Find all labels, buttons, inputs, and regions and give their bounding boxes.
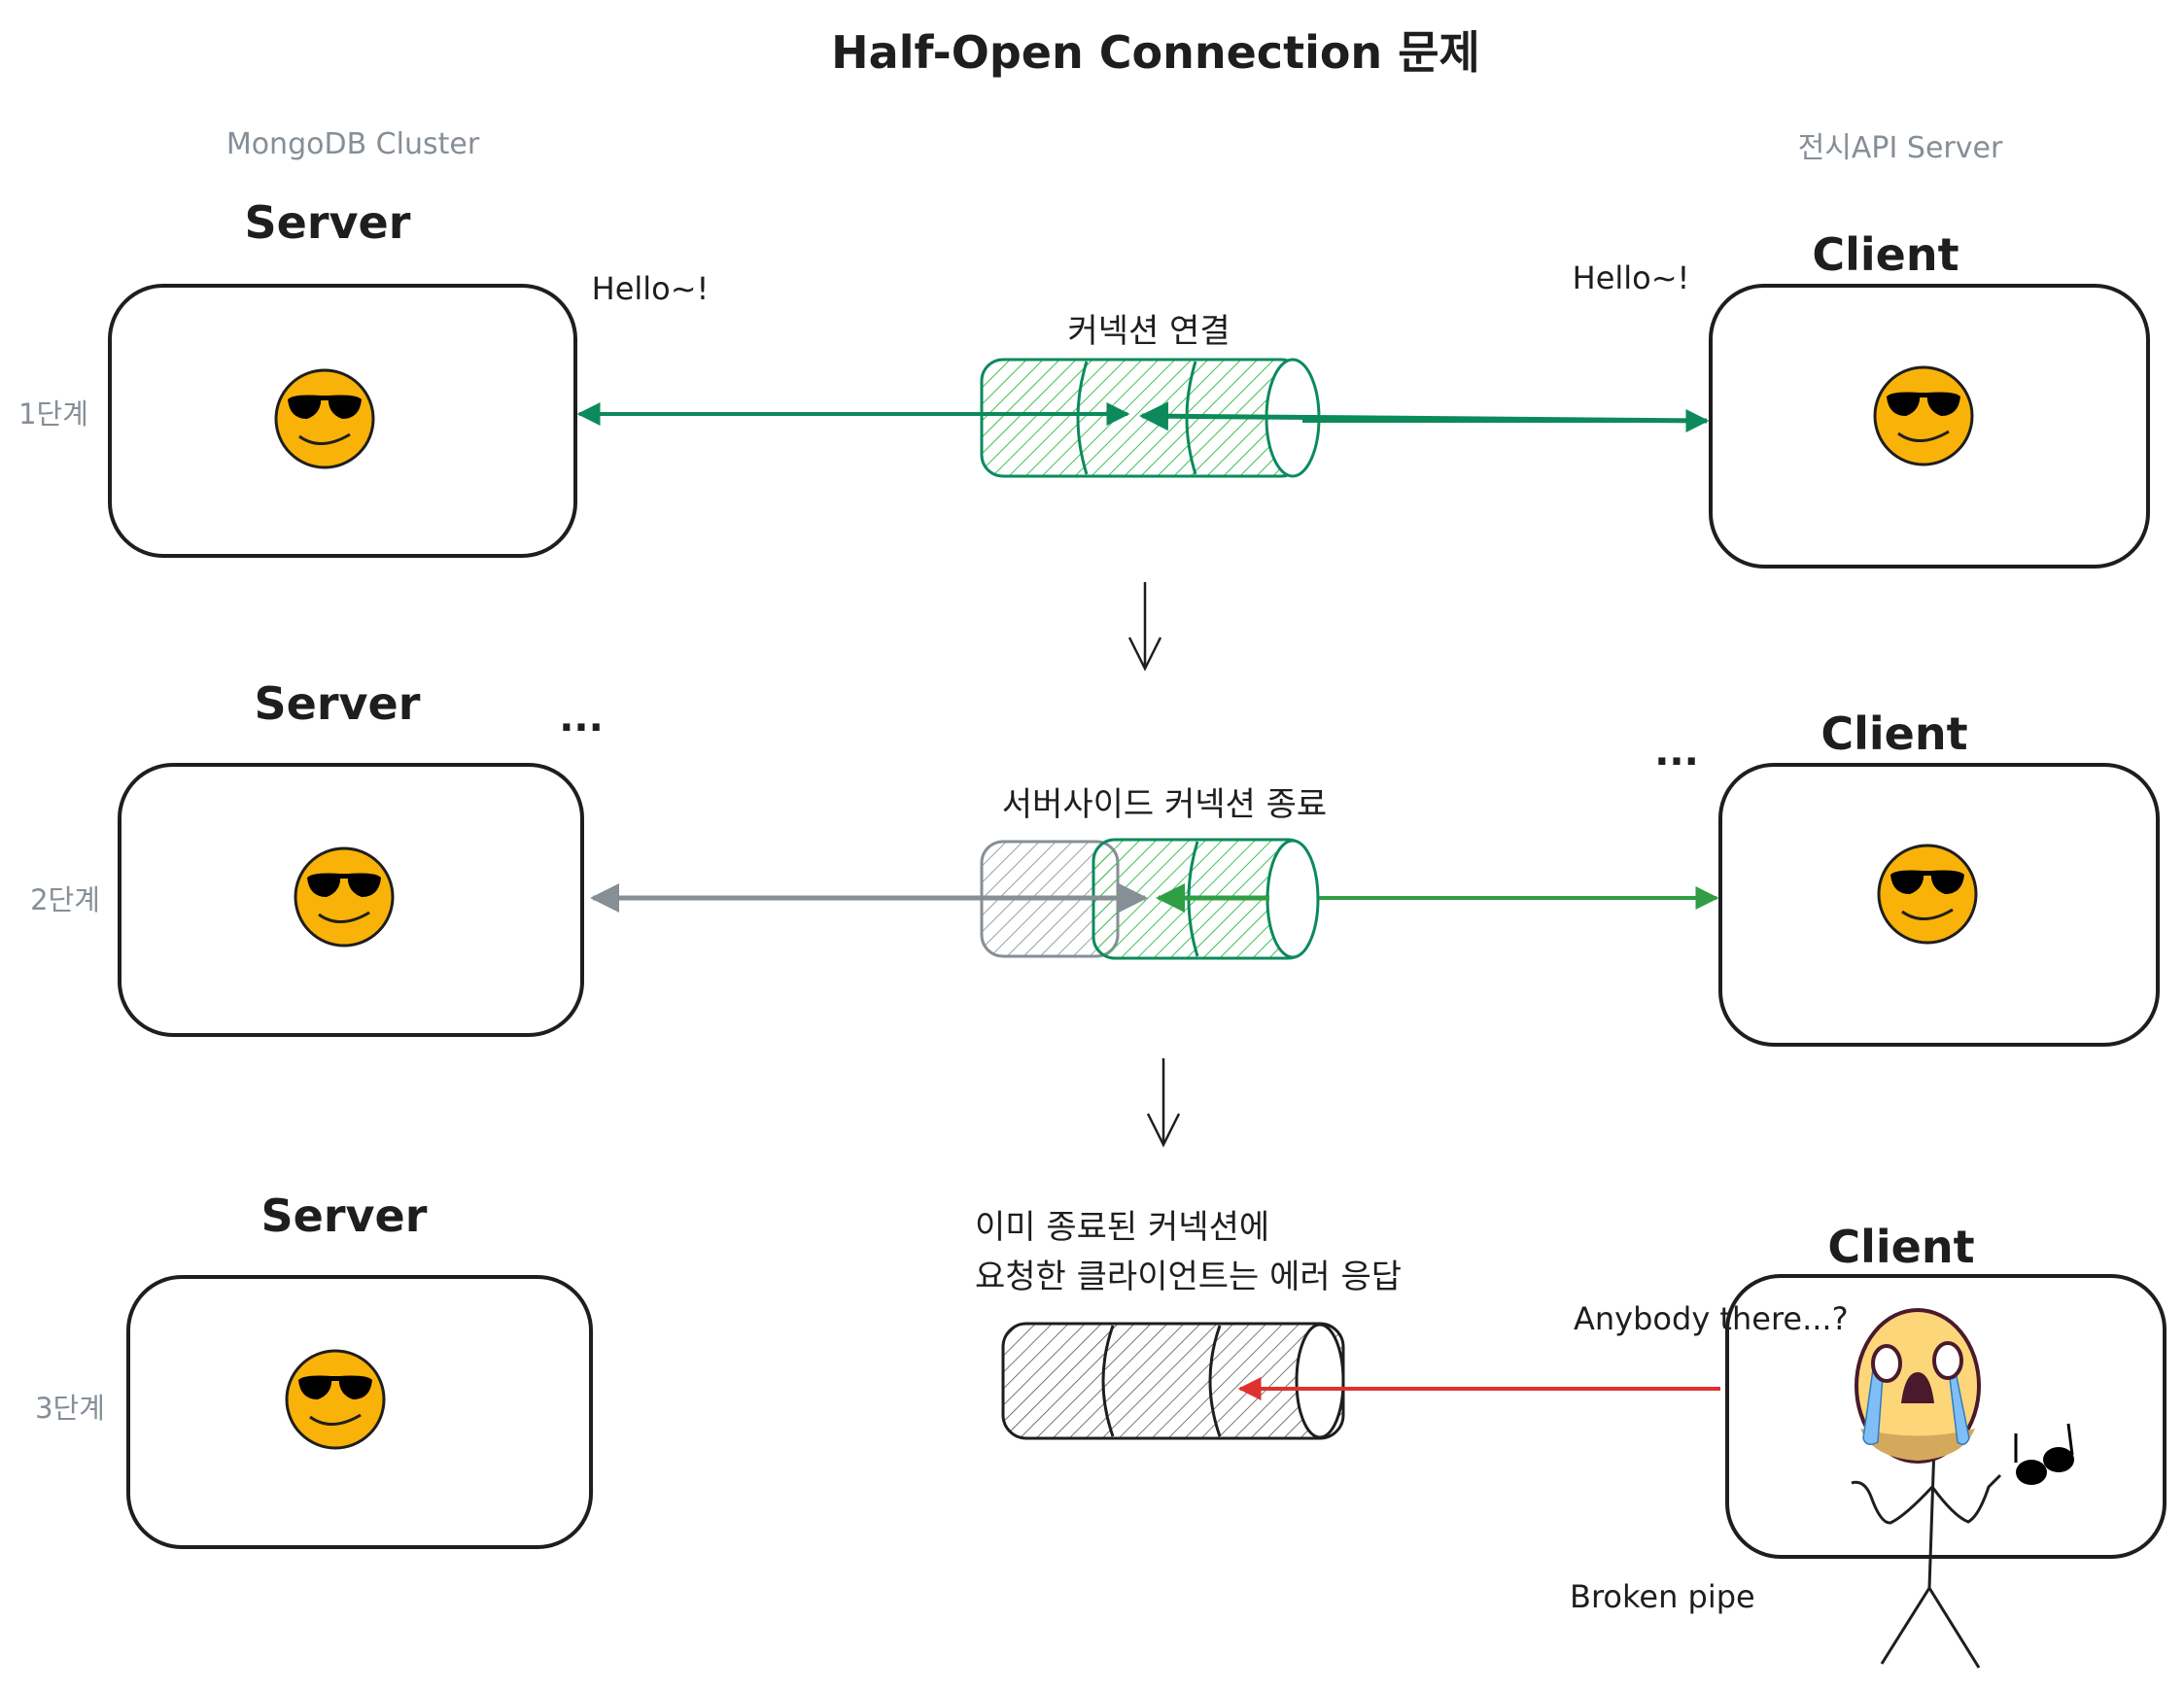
server-group-label: MongoDB Cluster: [226, 127, 480, 161]
stage-2: 2단계 Server ... Client ... 서버사이드 커넥션 종료: [30, 677, 2160, 1047]
cool-sunglasses-face-icon: [285, 1349, 386, 1450]
cool-sunglasses-face-icon: [294, 846, 395, 948]
stage-label: 1단계: [18, 397, 88, 431]
server-silence-note: ...: [559, 696, 604, 741]
client-title: Client: [1827, 1221, 1974, 1273]
connection-label-line-2: 요청한 클라이언트는 에러 응답: [975, 1258, 1402, 1296]
client-title: Client: [1820, 707, 1967, 760]
down-arrow-icon: [1146, 1058, 1181, 1148]
server-title: Server: [261, 1190, 428, 1242]
server-title: Server: [245, 196, 411, 249]
down-arrow-icon: [1127, 582, 1162, 672]
cool-sunglasses-face-icon: [1877, 844, 1978, 945]
connection-label-line-1: 이미 종료된 커넥션에: [975, 1208, 1269, 1247]
connection-label: 서버사이드 커넥션 종료: [1002, 785, 1327, 824]
stick-figure-icon: [1851, 1444, 2002, 1669]
stage-3: 3단계 Server 이미 종료된 커넥션에 요청한 클라이언트는 에러 응답 …: [35, 1190, 2167, 1669]
connection-label: 커넥션 연결: [1067, 312, 1230, 351]
connection-pipe-closed: [1001, 1322, 1345, 1440]
client-title: Client: [1812, 228, 1959, 281]
server-hello-note: Hello~!: [592, 270, 710, 307]
client-query-note: Anybody there...?: [1574, 1300, 1849, 1337]
dropped-sunglasses-icon: [2014, 1423, 2074, 1485]
client-silence-note: ...: [1654, 730, 1699, 775]
cool-sunglasses-face-icon: [274, 368, 375, 469]
cool-sunglasses-face-icon: [1873, 365, 1974, 466]
stage-label: 2단계: [30, 883, 100, 916]
crying-face-icon: [1855, 1308, 1981, 1464]
stage-label: 3단계: [35, 1392, 105, 1425]
client-hello-note: Hello~!: [1573, 259, 1690, 296]
server-title: Server: [255, 677, 421, 730]
stage-1: 1단계 Server Hello~! Client Hello~! 커넥션 연결: [18, 196, 2150, 569]
client-group-label: 전시API Server: [1798, 131, 2003, 165]
diagram-title: Half-Open Connection 문제: [831, 26, 1480, 79]
broken-pipe-error: Broken pipe: [1570, 1578, 1755, 1615]
